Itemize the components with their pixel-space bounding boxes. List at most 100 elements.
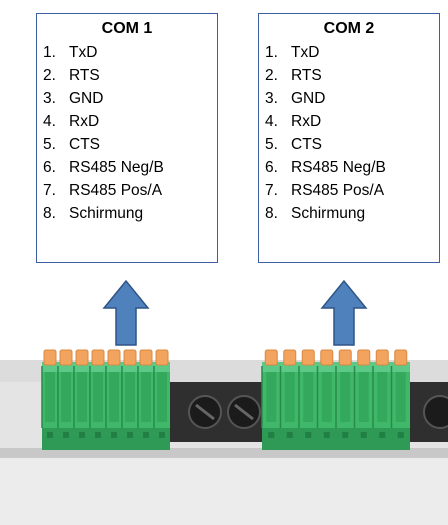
- pin-label: RxD: [69, 113, 100, 130]
- pin-item: 4. RxD: [43, 110, 211, 133]
- orange-release-button: [394, 349, 408, 366]
- pin-label: RS485 Pos/A: [69, 182, 163, 199]
- pin-item: 1.TxD: [43, 41, 211, 64]
- orange-release-button: [375, 349, 389, 366]
- wire-hole: [286, 432, 293, 438]
- pin-label: RS485 Pos/A: [291, 182, 385, 199]
- connector-rib: [93, 372, 103, 422]
- pin-number: 8.: [265, 205, 278, 222]
- pin-label: CTS: [291, 136, 322, 153]
- pin-item: 4. RxD: [265, 110, 433, 133]
- pin-label: GND: [69, 90, 104, 107]
- orange-release-button: [264, 349, 278, 366]
- connector-rib: [266, 372, 277, 422]
- arrow-up-com2-icon: [320, 279, 368, 346]
- orange-release-button: [338, 349, 352, 366]
- pin-number: 7.: [43, 182, 56, 199]
- pin-item: 5. CTS: [43, 133, 211, 156]
- connector-rib: [395, 372, 406, 422]
- connector-rib: [109, 372, 119, 422]
- screw-right: [410, 382, 448, 442]
- pin-number: 4.: [43, 113, 56, 130]
- orange-pins-com2: [264, 349, 408, 366]
- orange-release-button: [123, 349, 137, 366]
- wire-hole: [159, 432, 165, 438]
- pin-item: 3. GND: [43, 87, 211, 110]
- orange-release-button: [75, 349, 89, 366]
- wire-holes-com2: [268, 432, 404, 438]
- wire-hole: [268, 432, 275, 438]
- wire-holes-com1: [47, 432, 165, 438]
- wire-hole: [342, 432, 349, 438]
- connector-rib: [377, 372, 388, 422]
- orange-release-button: [43, 349, 57, 366]
- pin-item: 5. CTS: [265, 133, 433, 156]
- pin-number: 5.: [265, 136, 278, 153]
- connector-rib: [45, 372, 55, 422]
- device-housing-shadow: [0, 448, 448, 458]
- pin-label: CTS: [69, 136, 100, 153]
- wire-hole: [143, 432, 149, 438]
- pin-label: GND: [291, 90, 326, 107]
- connector-rib: [125, 372, 135, 422]
- pin-label: RS485 Neg/B: [291, 159, 386, 176]
- wire-hole: [111, 432, 117, 438]
- orange-release-button: [107, 349, 121, 366]
- pin-number: 4.: [265, 113, 278, 130]
- pin-item: 3. GND: [265, 87, 433, 110]
- orange-release-button: [59, 349, 73, 366]
- orange-pins-com1: [43, 349, 169, 366]
- wire-hole: [379, 432, 386, 438]
- connector-rib: [284, 372, 295, 422]
- wire-hole: [47, 432, 53, 438]
- pin-item: 2.RTS: [43, 64, 211, 87]
- orange-release-button: [357, 349, 371, 366]
- screw-left: [170, 382, 262, 442]
- pin-item: 8. Schirmung: [43, 202, 211, 225]
- pin-number: 2.: [43, 67, 56, 84]
- pin-number: 6.: [43, 159, 56, 176]
- pin-label: TxD: [69, 44, 98, 61]
- pin-item: 6.RS485 Neg/B: [43, 156, 211, 179]
- orange-release-button: [155, 349, 169, 366]
- orange-release-button: [301, 349, 315, 366]
- pin-box-com1: COM 1 1.TxD 2.RTS 3.GND 4.RxD 5.CTS 6.RS…: [36, 13, 218, 263]
- pin-item: 7.RS485 Pos/A: [265, 179, 433, 202]
- pin-number: 6.: [265, 159, 278, 176]
- wire-hole: [79, 432, 85, 438]
- box-title-com1: COM 1: [101, 20, 153, 37]
- connector-rib: [157, 372, 167, 422]
- connector-rib: [61, 372, 71, 422]
- wire-hole: [95, 432, 101, 438]
- orange-release-button: [139, 349, 153, 366]
- orange-release-button: [283, 349, 297, 366]
- pin-item: 7. RS485 Pos/A: [43, 179, 211, 202]
- pin-number: 3.: [265, 90, 278, 107]
- pin-item: 8. Schirmung: [265, 202, 433, 225]
- arrow-up-com1-icon: [102, 279, 150, 346]
- wire-hole: [323, 432, 330, 438]
- connector-rib: [303, 372, 314, 422]
- connector-rib: [77, 372, 87, 422]
- pin-label: RxD: [291, 113, 322, 130]
- pin-box-com2: COM 2 1.TxD 2.RTS 3.GND 4.RxD 5.CTS 6.RS…: [258, 13, 440, 263]
- pin-number: 3.: [43, 90, 56, 107]
- pin-item: 2. RTS: [265, 64, 433, 87]
- pin-label: Schirmung: [69, 205, 144, 222]
- wire-hole: [63, 432, 69, 438]
- pin-number: 2.: [265, 67, 278, 84]
- pin-item: 1.TxD: [265, 41, 433, 64]
- pin-label: RTS: [291, 67, 322, 84]
- pin-label: Schirmung: [291, 205, 366, 222]
- pin-item: 6. RS485 Neg/B: [265, 156, 433, 179]
- connector-rib: [321, 372, 332, 422]
- orange-release-button: [320, 349, 334, 366]
- connector-rib: [358, 372, 369, 422]
- connector-rib: [141, 372, 151, 422]
- wire-hole: [127, 432, 133, 438]
- wire-hole: [397, 432, 404, 438]
- pin-list-com1: 1.TxD 2.RTS 3. GND 4. RxD 5. CTS 6.RS485 Ne…: [43, 41, 211, 225]
- pin-number: 8.: [43, 205, 56, 222]
- pin-number: 5.: [43, 136, 56, 153]
